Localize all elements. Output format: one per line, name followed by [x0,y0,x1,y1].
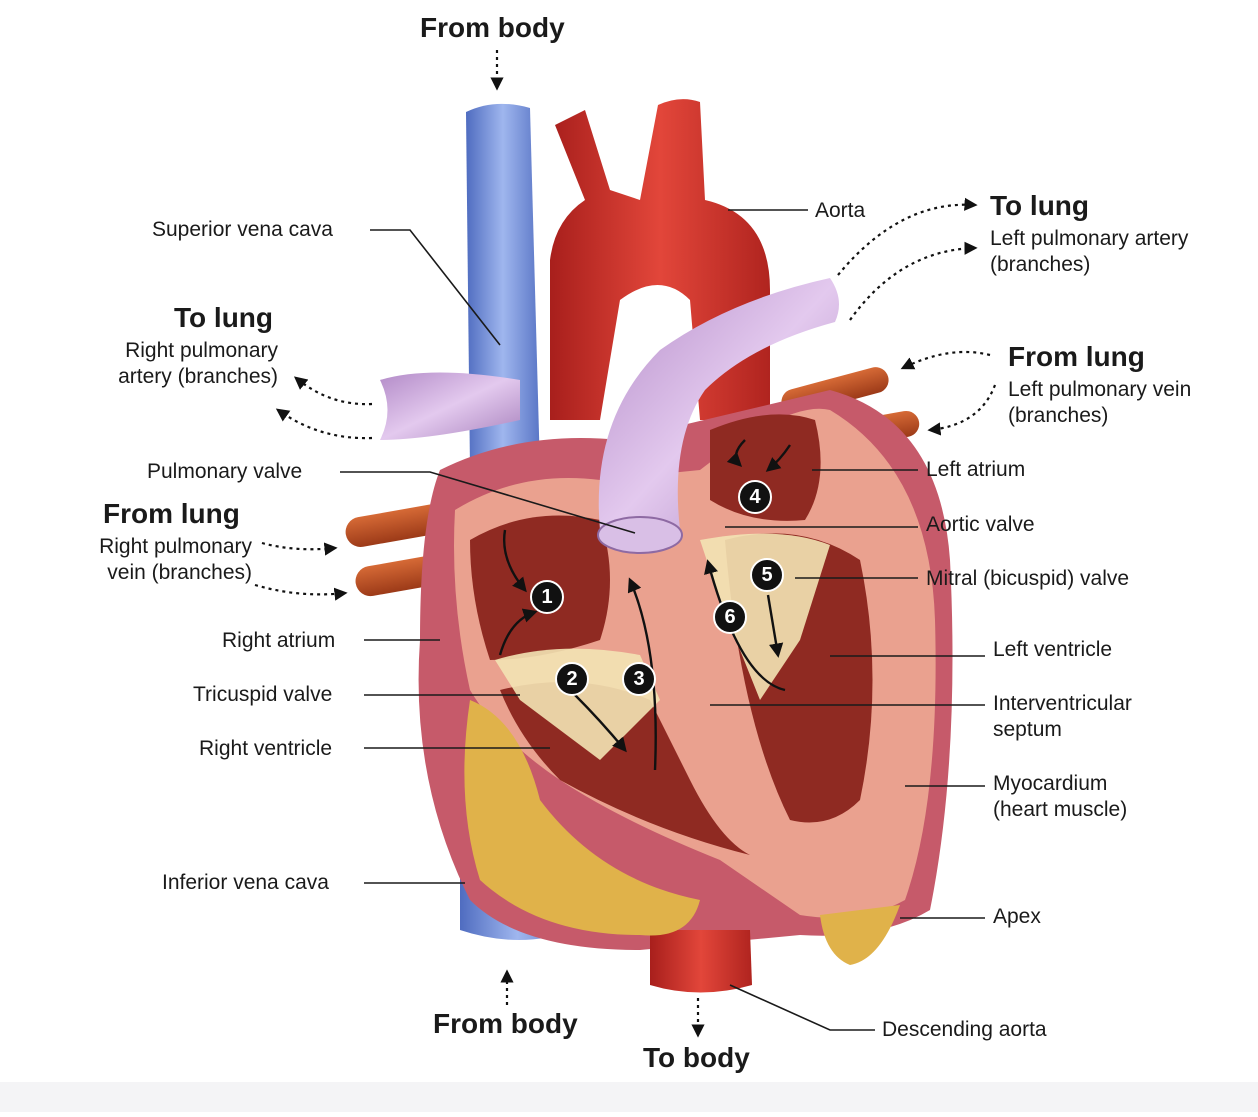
bottom-strip [0,1082,1258,1112]
left-ventricle-label: Left ventricle [993,638,1113,661]
step-6-badge: 6 [713,600,747,634]
to-body-label: To body [643,1042,750,1073]
to-lung-left-label: To lung [174,302,273,333]
step-2-badge: 2 [555,662,589,696]
aortic-valve-label: Aortic valve [926,513,1035,536]
mitral-valve-label: Mitral (bicuspid) valve [926,567,1130,590]
inferior-vena-cava-label: Inferior vena cava [162,871,329,894]
right-pulmonary-vein-label: Right pulmonary vein (branches) [99,535,252,584]
heart-body [418,390,953,993]
leader-lines [340,209,985,1031]
left-atrium-label: Left atrium [926,458,1026,481]
right-atrium-label: Right atrium [222,629,336,652]
from-body-top-label: From body [420,12,565,43]
pulmonary-trunk [380,278,839,554]
step-3-badge: 3 [622,662,656,696]
to-lung-right-label: To lung [990,190,1089,221]
step-1-badge: 1 [530,580,564,614]
interventricular-septum-label: Interventricular septum [993,692,1132,741]
apex-label: Apex [993,905,1041,928]
right-ventricle-label: Right ventricle [199,737,333,760]
tricuspid-valve-label: Tricuspid valve [193,683,333,706]
descending-aorta-label: Descending aorta [882,1018,1047,1041]
superior-vena-cava-label: Superior vena cava [152,218,333,241]
step-5-badge: 5 [750,558,784,592]
from-lung-right-label: From lung [1008,341,1145,372]
myocardium-label: Myocardium (heart muscle) [993,772,1128,821]
blood-flow-arrows [498,439,791,771]
left-pulmonary-vein-label: Left pulmonary vein (branches) [1008,378,1192,427]
from-body-bottom-label: From body [433,1008,578,1039]
flow-arrows [254,50,997,1038]
step-4-badge: 4 [738,480,772,514]
pulmonary-valve-label: Pulmonary valve [147,460,303,483]
right-pulmonary-artery-label: Right pulmonary artery (branches) [118,339,278,388]
left-pulmonary-artery-label: Left pulmonary artery (branches) [990,227,1189,276]
from-lung-left-label: From lung [103,498,240,529]
aorta-label: Aorta [815,199,866,222]
